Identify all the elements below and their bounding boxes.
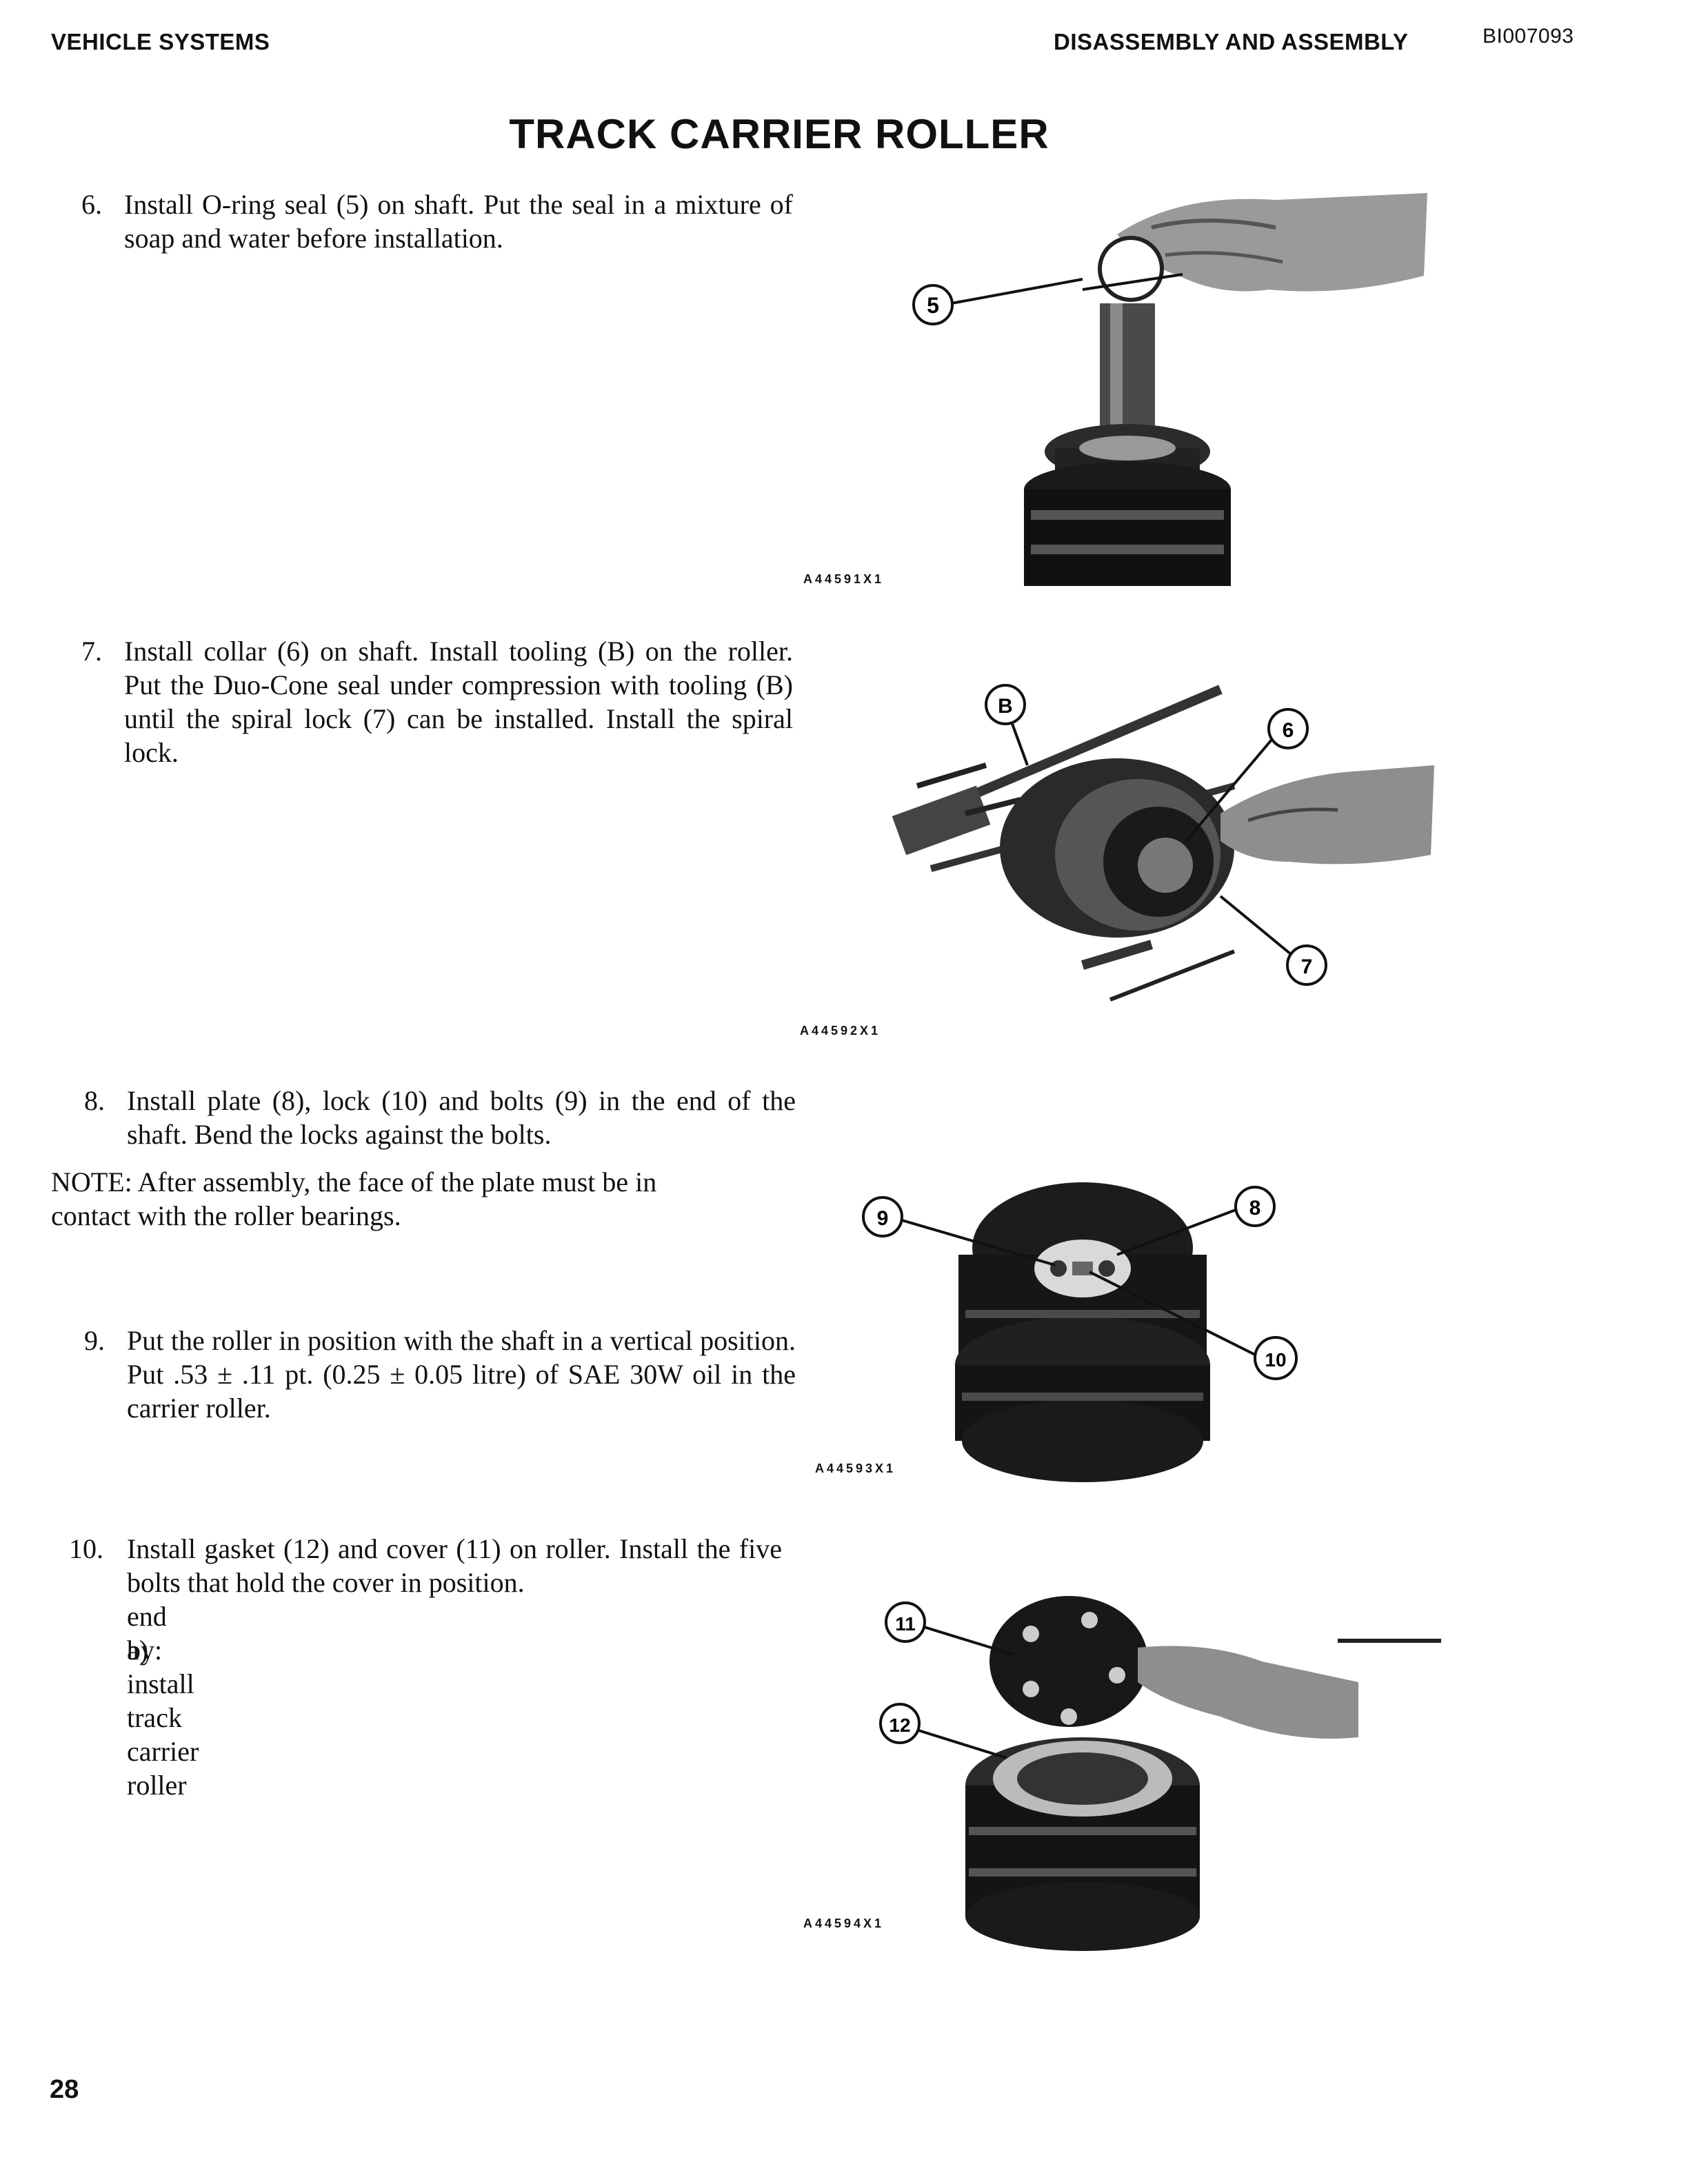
document-id: BI007093 (1483, 25, 1574, 48)
figure-id: A44591X1 (803, 572, 885, 586)
callout-label: 10 (1265, 1349, 1286, 1371)
step-text: Install plate (8), lock (10) and bolts (… (127, 1085, 796, 1150)
figure-collar-install: B 6 7 A44592X1 (793, 662, 1448, 1048)
step-number: 7. (81, 636, 102, 667)
oring-photo: 5 (912, 193, 1427, 586)
figure-id: A44592X1 (800, 1024, 881, 1038)
callout-label: 5 (927, 293, 939, 318)
step-text: Put the roller in position with the shaf… (127, 1325, 796, 1424)
step-substep: a) install track carrier roller (127, 1635, 199, 1801)
step-text: Install O-ring seal (5) on shaft. Put th… (124, 189, 793, 254)
callout-label: 12 (889, 1715, 910, 1736)
header-chapter-label: DISASSEMBLY AND ASSEMBLY (1054, 29, 1409, 54)
figure-id: A44593X1 (815, 1462, 896, 1475)
step-number: 8. (84, 1085, 105, 1116)
page-number: 28 (50, 2075, 79, 2104)
callout-label: 8 (1249, 1197, 1261, 1220)
plate-photo: 9 8 10 (862, 1182, 1298, 1482)
page-title: TRACK CARRIER ROLLER (509, 111, 1049, 157)
callout-label: 6 (1283, 719, 1294, 742)
figure-cover-install: 11 12 A44594X1 (793, 1579, 1448, 1965)
collar-photo: B 6 7 (892, 684, 1434, 1002)
step-end-by: end by: (127, 1601, 167, 1666)
figure-plate-install: 9 8 10 A44593X1 (793, 1165, 1448, 1510)
callout-label: 9 (877, 1207, 889, 1230)
callout-label: B (998, 695, 1013, 718)
note-text: NOTE: After assembly, the face of the pl… (51, 1166, 657, 1231)
step-text: Install gasket (12) and cover (11) on ro… (127, 1533, 782, 1598)
step-text: Install collar (6) on shaft. Install too… (124, 636, 793, 768)
figure-oring-install: 5 A44591X1 (793, 186, 1448, 600)
step-number: 10. (69, 1533, 103, 1564)
callout-label: 11 (895, 1613, 916, 1635)
step-number: 6. (81, 189, 102, 220)
callout-label: 7 (1301, 956, 1313, 978)
figure-id: A44594X1 (803, 1917, 885, 1930)
step-number: 9. (84, 1325, 105, 1356)
header-section-label: VEHICLE SYSTEMS (51, 29, 270, 54)
cover-photo: 11 12 (879, 1596, 1441, 1951)
